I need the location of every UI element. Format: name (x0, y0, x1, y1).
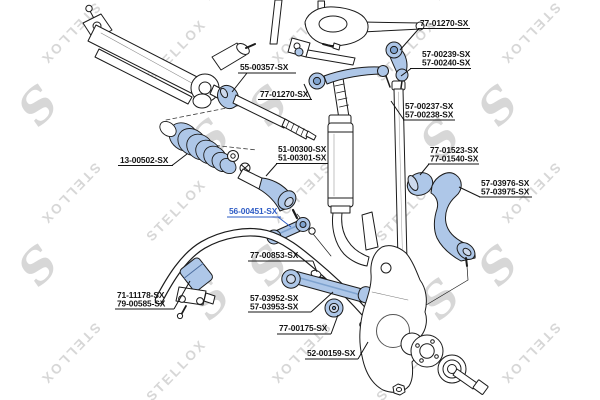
part-label-arm-vertical-bushing[interactable]: 77-00175-SX (277, 314, 339, 335)
leader-line (419, 163, 430, 176)
stellox-logo-watermark: S (409, 0, 471, 10)
stabilizer-bar (154, 228, 373, 321)
leader-line (173, 280, 191, 310)
leader-line (277, 216, 292, 228)
leader-line (357, 341, 369, 360)
leader-line (400, 68, 412, 77)
part-number-text[interactable]: 55-00357-SX (240, 62, 289, 72)
part-number-text[interactable]: 77-01270-SX (260, 89, 309, 99)
small-bushing (294, 47, 304, 57)
stellox-logo-watermark: S (179, 0, 241, 10)
leader-line (303, 83, 312, 100)
inner-tie-rod[interactable] (214, 82, 317, 141)
stellox-logo-watermark: S (0, 268, 11, 329)
leader-line (171, 153, 188, 166)
stellox-text-watermark: STELLOX (497, 320, 563, 388)
boot-clamp-ring (159, 121, 177, 137)
stellox-logo-watermark: S (466, 74, 528, 135)
part-label-arm-bushing-right[interactable]: 77-01270-SX (399, 18, 470, 51)
stellox-logo-watermark: S (6, 394, 68, 400)
part-label-ball-joint[interactable]: 52-00159-SX (305, 341, 369, 360)
stellox-logo-watermark: S (6, 234, 68, 295)
stellox-text-watermark: STELLOX (37, 160, 103, 228)
part-number-text[interactable]: 77-00175-SX (279, 323, 328, 333)
leader-line (312, 260, 318, 273)
leader-line (390, 100, 405, 121)
stellox-logo-watermark: S (6, 74, 68, 135)
part-number-text[interactable]: 13-00502-SX (120, 155, 169, 165)
upper-arm-front[interactable] (308, 65, 391, 90)
part-number-text[interactable]: 77-01270-SX (420, 18, 469, 28)
lower-rear-arm[interactable] (404, 169, 479, 318)
steering-knuckle (359, 245, 489, 396)
part-label-selected-link[interactable]: 56-00451-SX (227, 206, 292, 228)
stellox-text-watermark: STELLOX (143, 176, 209, 244)
steering-rack (82, 4, 256, 109)
leader-line (231, 72, 248, 93)
stellox-logo-watermark: S (0, 108, 11, 169)
stellox-text-watermark: STELLOX (497, 0, 563, 68)
part-label-inner-tie-rod[interactable]: 55-00357-SX (231, 62, 296, 93)
stellox-logo-watermark: S (466, 234, 528, 295)
part-callouts: 55-00357-SX 77-01270-SX 13-00502-SX 51-0030… (115, 18, 532, 360)
leader-line (399, 28, 420, 51)
leader-line (265, 163, 278, 177)
leader-line (330, 314, 339, 335)
steering-boot[interactable] (157, 117, 239, 177)
leader-line (458, 186, 481, 198)
part-number-text[interactable]: 77-00853-SX (250, 250, 299, 260)
part-label-steering-boot[interactable]: 13-00502-SX (118, 153, 188, 167)
hub-bolt (452, 368, 478, 390)
part-label-link-washer[interactable]: 77-00853-SX (248, 250, 318, 273)
stellox-text-watermark: STELLOX (143, 336, 209, 400)
upper-arm-rear[interactable] (385, 41, 409, 89)
tie-rod-end[interactable] (237, 168, 332, 257)
part-number-text[interactable]: 52-00159-SX (307, 348, 356, 358)
upper-knuckle (269, 0, 425, 251)
part-label-tie-rod-bushing-left[interactable]: 77-01270-SX (258, 83, 312, 101)
part-number-text[interactable]: 56-00451-SX (229, 206, 278, 216)
stellox-logo-watermark: S (466, 394, 528, 400)
stellox-text-watermark: STELLOX (37, 320, 103, 388)
stellox-logo-watermark: S (236, 394, 298, 400)
leader-line (310, 291, 334, 313)
stellox-logo-watermark: S (0, 0, 11, 10)
